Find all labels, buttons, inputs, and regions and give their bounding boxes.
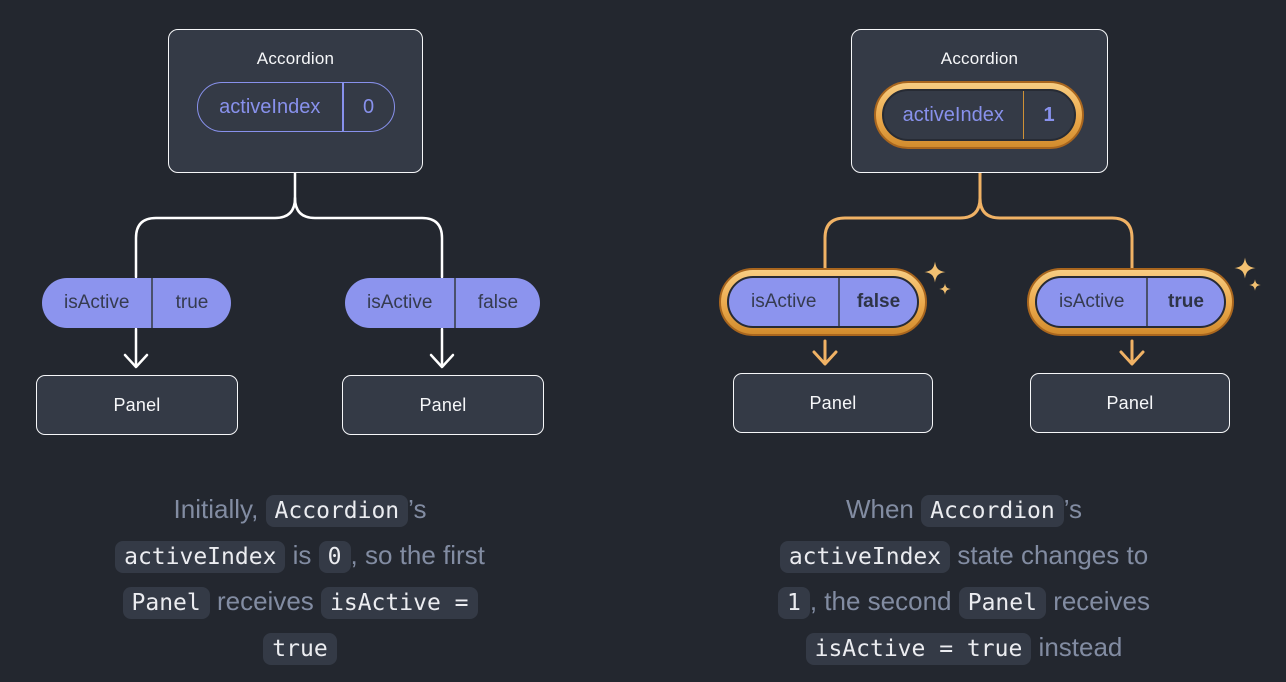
code-chip: Accordion bbox=[265, 495, 409, 527]
prop-value: false bbox=[477, 292, 519, 313]
code-chip: activeIndex bbox=[779, 541, 951, 573]
right-branch-to-second-pill bbox=[978, 196, 1134, 270]
prop-key: isActive bbox=[64, 292, 130, 313]
state-pill: activeIndex 1 bbox=[882, 89, 1076, 141]
highlight-ring: isActive false bbox=[719, 268, 927, 336]
caption-text: instead bbox=[1031, 632, 1123, 662]
prop-key: isActive bbox=[367, 292, 433, 313]
caption-text: , so the first bbox=[350, 540, 485, 570]
right-arrow-first-head bbox=[812, 350, 838, 366]
right-caption: When Accordion’s activeIndex state change… bbox=[668, 487, 1260, 671]
right-branch-to-first-pill bbox=[823, 171, 982, 270]
highlight-ring: isActive true bbox=[1027, 268, 1234, 336]
code-chip: Panel bbox=[958, 587, 1046, 619]
pill-divider bbox=[151, 278, 153, 328]
caption-text: , the second bbox=[809, 586, 959, 616]
prop-pill: isActive true bbox=[1035, 276, 1226, 328]
prop-key: isActive bbox=[1059, 291, 1125, 312]
accordion-card: Accordion activeIndex 0 bbox=[168, 29, 423, 173]
caption-text: When bbox=[845, 494, 922, 524]
right-arrow-second-head bbox=[1119, 350, 1145, 366]
caption-text: Initially, bbox=[173, 494, 266, 524]
panel-card: Panel bbox=[733, 373, 933, 433]
state-key: activeIndex bbox=[902, 103, 1004, 126]
pill-divider bbox=[1146, 278, 1148, 326]
pill-divider bbox=[454, 278, 456, 328]
caption-text: state changes to bbox=[950, 540, 1149, 570]
highlight-ring: activeIndex 1 bbox=[874, 81, 1084, 149]
prop-value: false bbox=[856, 291, 901, 312]
sparkle-icon bbox=[1234, 257, 1256, 279]
prop-pill: isActive false bbox=[345, 278, 540, 328]
prop-value: true bbox=[1168, 291, 1204, 312]
code-chip: Accordion bbox=[921, 495, 1064, 527]
code-chip: activeIndex bbox=[115, 541, 286, 573]
state-value: 0 bbox=[362, 95, 375, 118]
prop-pill: isActive false bbox=[727, 276, 919, 328]
state-key: activeIndex bbox=[219, 95, 321, 118]
prop-key: isActive bbox=[751, 291, 817, 312]
prop-value: true bbox=[175, 292, 209, 313]
sparkle-icon bbox=[939, 283, 951, 295]
state-value: 1 bbox=[1043, 103, 1055, 126]
prop-pill: isActive true bbox=[42, 278, 231, 328]
pill-divider bbox=[838, 278, 840, 326]
panel-card: Panel bbox=[36, 375, 238, 435]
left-arrow-second-head bbox=[429, 353, 455, 369]
panel-card: Panel bbox=[342, 375, 544, 435]
code-chip: 0 bbox=[318, 541, 351, 573]
caption-text: ’s bbox=[1063, 494, 1083, 524]
panel-card: Panel bbox=[1030, 373, 1230, 433]
component-title: Accordion bbox=[940, 49, 1019, 68]
component-title: Accordion bbox=[256, 49, 335, 68]
left-caption: Initially, Accordion’s activeIndex is 0, … bbox=[30, 487, 570, 671]
left-arrow-first-head bbox=[123, 353, 149, 369]
caption-text: receives bbox=[1045, 586, 1151, 616]
code-chip: 1 bbox=[777, 587, 810, 619]
pill-divider bbox=[1022, 91, 1024, 139]
caption-text: ’s bbox=[408, 494, 427, 524]
code-chip: true bbox=[263, 633, 337, 665]
pill-divider bbox=[342, 83, 344, 131]
sparkle-icon bbox=[924, 261, 946, 283]
code-chip: Panel bbox=[122, 587, 210, 619]
left-branch-to-first-pill bbox=[134, 171, 297, 279]
sparkle-icon bbox=[1249, 279, 1261, 291]
code-chip: isActive = true bbox=[805, 633, 1032, 665]
code-chip: isActive = bbox=[321, 587, 478, 619]
caption-text: is bbox=[285, 540, 319, 570]
caption-text: receives bbox=[209, 586, 322, 616]
state-pill: activeIndex 0 bbox=[196, 82, 395, 132]
left-branch-to-second-pill bbox=[293, 196, 444, 279]
